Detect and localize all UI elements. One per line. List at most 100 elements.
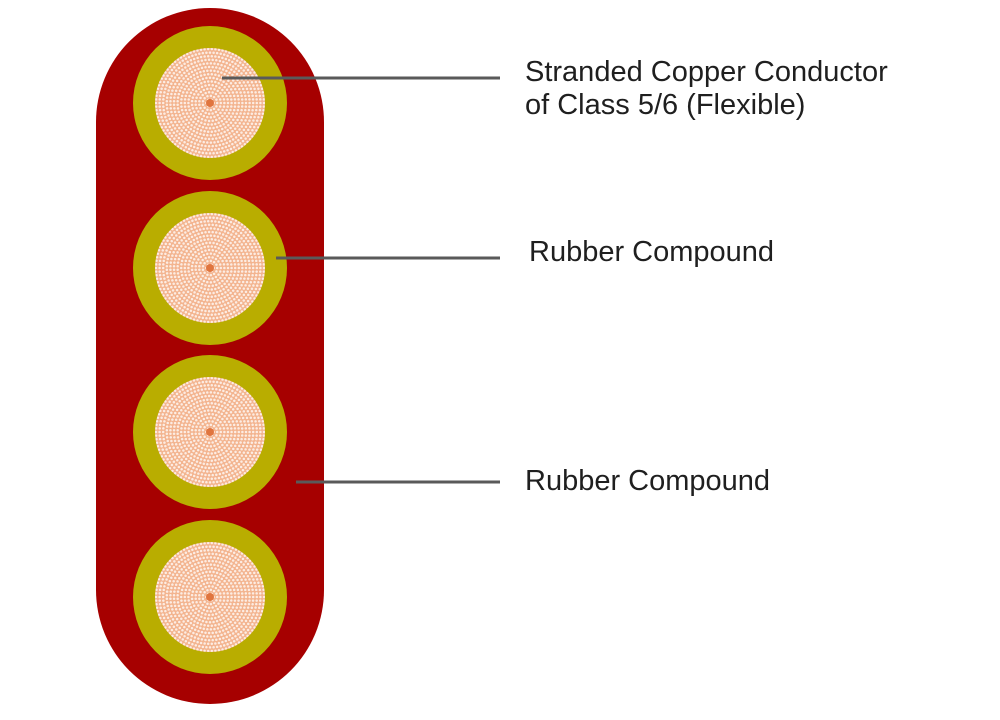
strand-wire [190,264,194,268]
strand-wire [258,451,261,455]
strand-wire [244,427,248,430]
strand-wire [255,413,259,416]
strand-wire [184,302,187,305]
strand-wire [231,79,235,82]
strand-wire [176,117,179,120]
strand-wire [195,436,198,439]
strand-wire [211,112,214,115]
strand-wire [193,126,196,129]
strand-wire [229,273,232,277]
strand-wire [211,585,214,588]
strand-wire [208,241,212,245]
strand-wire [234,227,237,230]
strand-wire [226,622,229,626]
strand-wire [224,57,228,61]
strand-wire [199,461,202,465]
strand-wire [195,425,198,428]
strand-wire [253,626,256,629]
strand-wire [201,454,205,458]
strand-wire [193,604,196,607]
strand-wire [174,576,177,580]
strand-wire [206,227,209,230]
strand-wire [217,48,221,51]
strand-wire [206,548,210,552]
strand-wire [209,141,213,144]
strand-wire [160,416,163,420]
strand-wire [173,142,177,146]
strand-wire [183,444,187,448]
strand-wire [156,281,160,284]
strand-wire [170,403,173,407]
strand-wire [226,434,229,437]
strand-wire [246,305,249,309]
strand-wire [199,403,203,406]
strand-wire [189,621,193,625]
strand-wire [242,457,246,461]
strand-wire [201,316,205,320]
strand-wire [248,249,251,252]
strand-wire [171,618,175,621]
strand-wire [194,264,197,268]
strand-wire [215,51,219,55]
strand-wire [240,223,244,226]
strand-wire [217,384,221,388]
strand-wire [221,608,224,612]
strand-wire [194,432,197,436]
strand-wire [198,78,201,82]
strand-wire [184,639,188,643]
strand-wire [197,275,200,278]
strand-wire [155,105,158,108]
strand-wire [262,599,265,602]
strand-wire [214,55,217,58]
strand-wire [182,577,185,580]
strand-wire [188,396,192,399]
strand-wire [251,427,255,430]
strand-wire [224,153,228,156]
strand-wire [207,119,211,123]
strand-wire [165,425,169,428]
strand-wire [222,409,225,413]
strand-wire [227,224,231,227]
strand-wire [244,259,247,263]
strand-wire [242,403,246,407]
strand-wire [232,273,236,277]
strand-wire [219,101,223,105]
strand-wire [180,467,183,471]
strand-wire [215,427,218,430]
strand-wire [224,571,227,574]
strand-wire [164,132,167,135]
strand-wire [173,560,176,563]
strand-wire [195,139,198,142]
strand-wire [231,559,235,562]
strand-wire [190,556,193,560]
strand-wire [207,58,211,62]
strand-wire [162,273,165,277]
strand-wire [203,459,206,462]
strand-wire [184,57,188,61]
strand-wire [171,391,174,395]
strand-wire [204,231,207,234]
strand-wire [185,628,189,631]
strand-wire [190,428,194,432]
strand-wire [250,277,254,280]
strand-wire [262,588,265,592]
strand-wire [228,131,231,135]
strand-wire [220,461,223,464]
strand-wire [181,256,185,259]
strand-wire [187,450,191,453]
strand-wire [203,295,206,298]
strand-wire [229,108,232,112]
strand-wire [178,636,182,639]
strand-wire [179,641,183,644]
strand-wire [169,268,172,272]
strand-wire [178,626,182,630]
strand-wire [226,54,229,58]
strand-wire [230,105,233,108]
strand-wire [196,483,199,486]
strand-wire [230,270,233,273]
strand-wire [188,630,192,633]
strand-wire [251,294,254,297]
strand-wire [212,216,215,219]
strand-wire [233,98,237,101]
strand-wire [243,225,247,229]
